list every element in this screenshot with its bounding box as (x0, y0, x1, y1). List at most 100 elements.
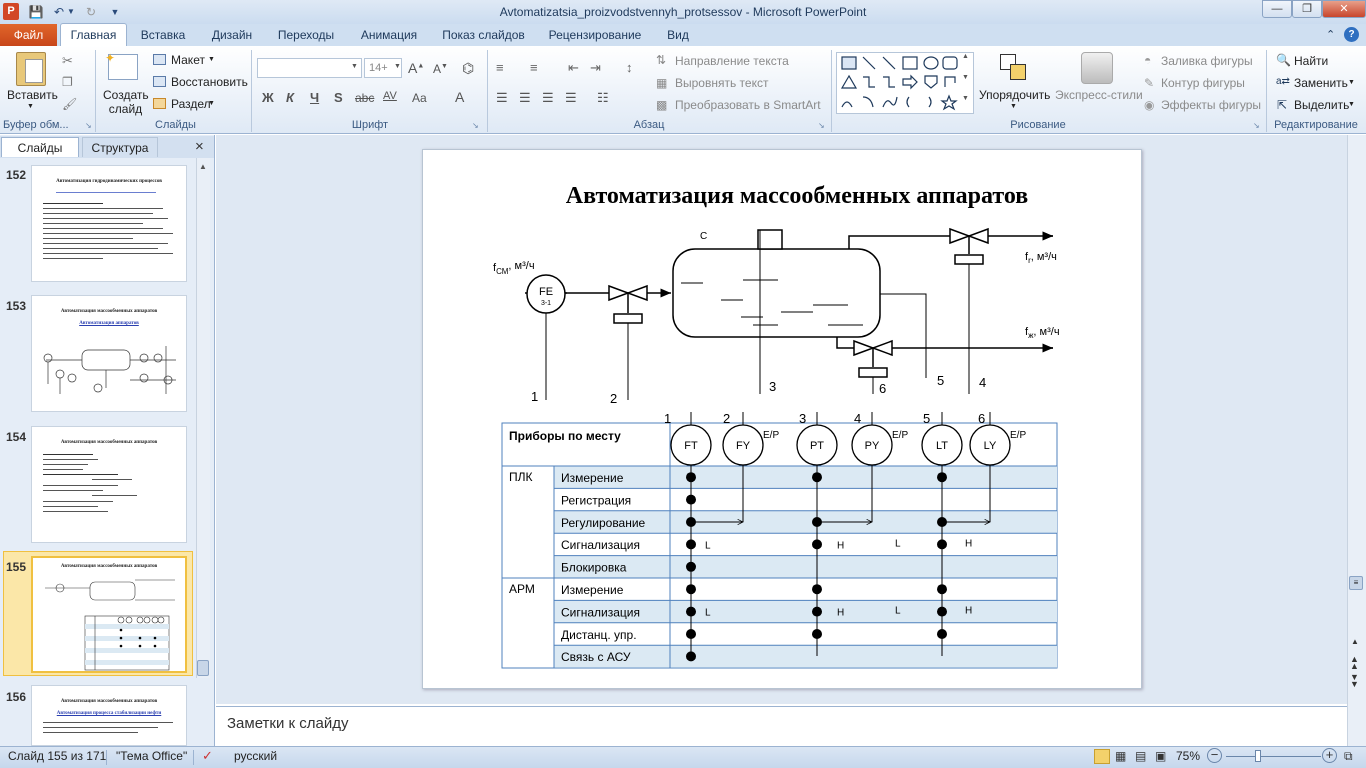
convert-smartart-button[interactable]: Преобразовать в SmartArt (675, 98, 821, 112)
select-button[interactable]: Выделить (1294, 98, 1350, 112)
columns-icon[interactable]: ☷ (597, 90, 609, 105)
align-center-icon[interactable]: ☰ (519, 90, 531, 105)
dialog-launcher-icon[interactable]: ↘ (472, 121, 479, 130)
font-color-button[interactable]: A (455, 89, 465, 105)
select-dropdown-icon[interactable]: ▼ (1348, 101, 1355, 108)
shapes-scroll-up-icon[interactable]: ▲ (962, 53, 969, 60)
shape-outline-button[interactable]: Контур фигуры (1161, 76, 1245, 90)
notes-placeholder[interactable]: Заметки к слайду (227, 715, 349, 732)
arrange-dropdown-icon[interactable]: ▼ (1010, 103, 1017, 110)
replace-icon[interactable]: a⇄ (1276, 76, 1290, 87)
zoom-out-icon[interactable]: − (1207, 748, 1222, 763)
tab-review[interactable]: Рецензирование (548, 28, 642, 42)
previous-slide-icon[interactable]: ▲▲ (1350, 654, 1359, 671)
strikethrough-button[interactable]: abc (355, 91, 375, 105)
zoom-slider-track[interactable] (1226, 756, 1321, 757)
scroll-thumb[interactable] (197, 660, 209, 676)
align-right-icon[interactable]: ☰ (542, 90, 554, 105)
app-logo-icon[interactable]: P (3, 3, 19, 20)
new-slide-button[interactable]: Создать слайд (103, 88, 149, 116)
slide-thumbnail[interactable]: Автоматизация гидродинамических процессо… (31, 165, 187, 282)
theme-name[interactable]: "Тема Office" (116, 749, 188, 763)
replace-button[interactable]: Заменить (1294, 76, 1348, 90)
help-icon[interactable]: ? (1344, 27, 1359, 42)
undo-icon[interactable]: ↶ (53, 5, 65, 19)
instrument-pt[interactable] (796, 424, 838, 466)
text-direction-icon[interactable]: ⇅ (656, 53, 667, 67)
instrument-table[interactable]: Приборы по месту ПЛК АРМ ИзмерениеРегист… (501, 411, 1058, 669)
tab-insert[interactable]: Вставка (140, 28, 186, 42)
shape-fill-button[interactable]: Заливка фигуры (1161, 54, 1253, 68)
tab-design[interactable]: Дизайн (211, 28, 253, 42)
tab-outline[interactable]: Структура (82, 137, 158, 157)
clear-format-icon[interactable]: ⌬ (462, 60, 475, 76)
slide-counter[interactable]: Слайд 155 из 171 (8, 749, 107, 763)
tab-slideshow[interactable]: Показ слайдов (442, 28, 525, 42)
font-size-dropdown-icon[interactable]: ▼ (394, 63, 401, 70)
tab-animation[interactable]: Анимация (360, 28, 418, 42)
tab-file[interactable]: Файл (0, 24, 57, 46)
instrument-fy[interactable] (722, 424, 764, 466)
grow-font-icon[interactable]: A▲ (408, 60, 425, 76)
instrument-lt[interactable] (921, 424, 963, 466)
fit-to-window-icon[interactable]: ⧉ (1344, 749, 1353, 763)
shadow-button[interactable]: S (334, 90, 343, 105)
section-icon[interactable] (153, 98, 166, 109)
language[interactable]: русский (234, 749, 278, 763)
scroll-thumb[interactable]: ≡ (1349, 576, 1363, 590)
slide-title[interactable]: Автоматизация массообменных аппаратов (566, 183, 1029, 209)
justify-icon[interactable]: ☰ (565, 90, 577, 105)
font-size-combo[interactable]: 14+ (364, 58, 402, 78)
arrange-icon[interactable] (1000, 54, 1028, 82)
italic-button[interactable]: К (286, 90, 294, 105)
smartart-icon[interactable]: ▩ (656, 98, 668, 112)
new-slide-icon[interactable]: ✦ (105, 51, 138, 80)
paste-button[interactable]: Вставить (7, 88, 58, 102)
cut-icon[interactable]: ✂ (62, 53, 73, 68)
layout-icon[interactable] (153, 54, 166, 65)
reading-view-icon[interactable]: ▤ (1135, 749, 1147, 763)
spelling-check-icon[interactable]: ✓ (202, 748, 213, 763)
font-name-combo[interactable] (257, 58, 362, 78)
process-diagram[interactable] (525, 227, 1053, 378)
reset-button[interactable]: Восстановить (171, 75, 248, 89)
tab-view[interactable]: Вид (667, 28, 689, 42)
dialog-launcher-icon[interactable]: ↘ (1253, 121, 1260, 130)
shape-outline-icon[interactable]: ✎ (1144, 76, 1155, 90)
increase-indent-icon[interactable]: ⇥ (590, 60, 601, 75)
customize-qat-icon[interactable]: ▼ (110, 7, 120, 17)
minimize-button[interactable]: — (1262, 0, 1292, 18)
tab-home[interactable]: Главная (60, 23, 127, 47)
next-slide-icon[interactable]: ▼▼ (1350, 672, 1359, 689)
shrink-font-icon[interactable]: A▼ (433, 62, 448, 76)
char-spacing-button[interactable]: AV (383, 90, 397, 102)
shape-effects-icon[interactable]: ◉ (1144, 98, 1155, 112)
layout-button[interactable]: Макет (171, 53, 205, 67)
change-case-button[interactable]: Aa (412, 91, 427, 105)
slide-scrollbar[interactable] (1347, 135, 1366, 746)
undo-dropdown-icon[interactable]: ▼ (67, 7, 75, 16)
quick-styles-icon[interactable] (1081, 52, 1113, 84)
slide-thumbnail[interactable]: Автоматизация массообменных аппаратов Ав… (31, 685, 187, 746)
align-left-icon[interactable]: ☰ (496, 90, 508, 105)
format-painter-icon[interactable]: 🖌 (62, 97, 78, 111)
bold-button[interactable]: Ж (262, 90, 274, 105)
align-text-icon[interactable]: ▦ (656, 76, 668, 90)
save-icon[interactable]: 💾 (28, 5, 44, 19)
select-icon[interactable]: ⇱ (1277, 98, 1288, 112)
tab-transitions[interactable]: Переходы (277, 28, 335, 42)
instrument-ly[interactable] (969, 424, 1011, 466)
thumbnails-scrollbar[interactable] (196, 158, 210, 678)
slide-thumbnail[interactable]: Автоматизация массообменных аппаратов Ав… (31, 295, 187, 412)
shape-effects-button[interactable]: Эффекты фигуры (1161, 98, 1262, 112)
find-icon[interactable]: 🔍 (1276, 53, 1291, 67)
zoom-in-icon[interactable]: + (1322, 748, 1337, 763)
instrument-ft[interactable] (670, 424, 712, 466)
instrument-py[interactable] (851, 424, 893, 466)
scroll-up-icon[interactable]: ▲ (199, 162, 207, 171)
current-slide[interactable]: Автоматизация массообменных аппаратов (422, 149, 1142, 689)
font-name-dropdown-icon[interactable]: ▼ (351, 63, 358, 70)
find-button[interactable]: Найти (1294, 54, 1329, 68)
decrease-indent-icon[interactable]: ⇤ (568, 60, 579, 75)
shape-fill-icon[interactable]: ◓ (1144, 53, 1152, 67)
